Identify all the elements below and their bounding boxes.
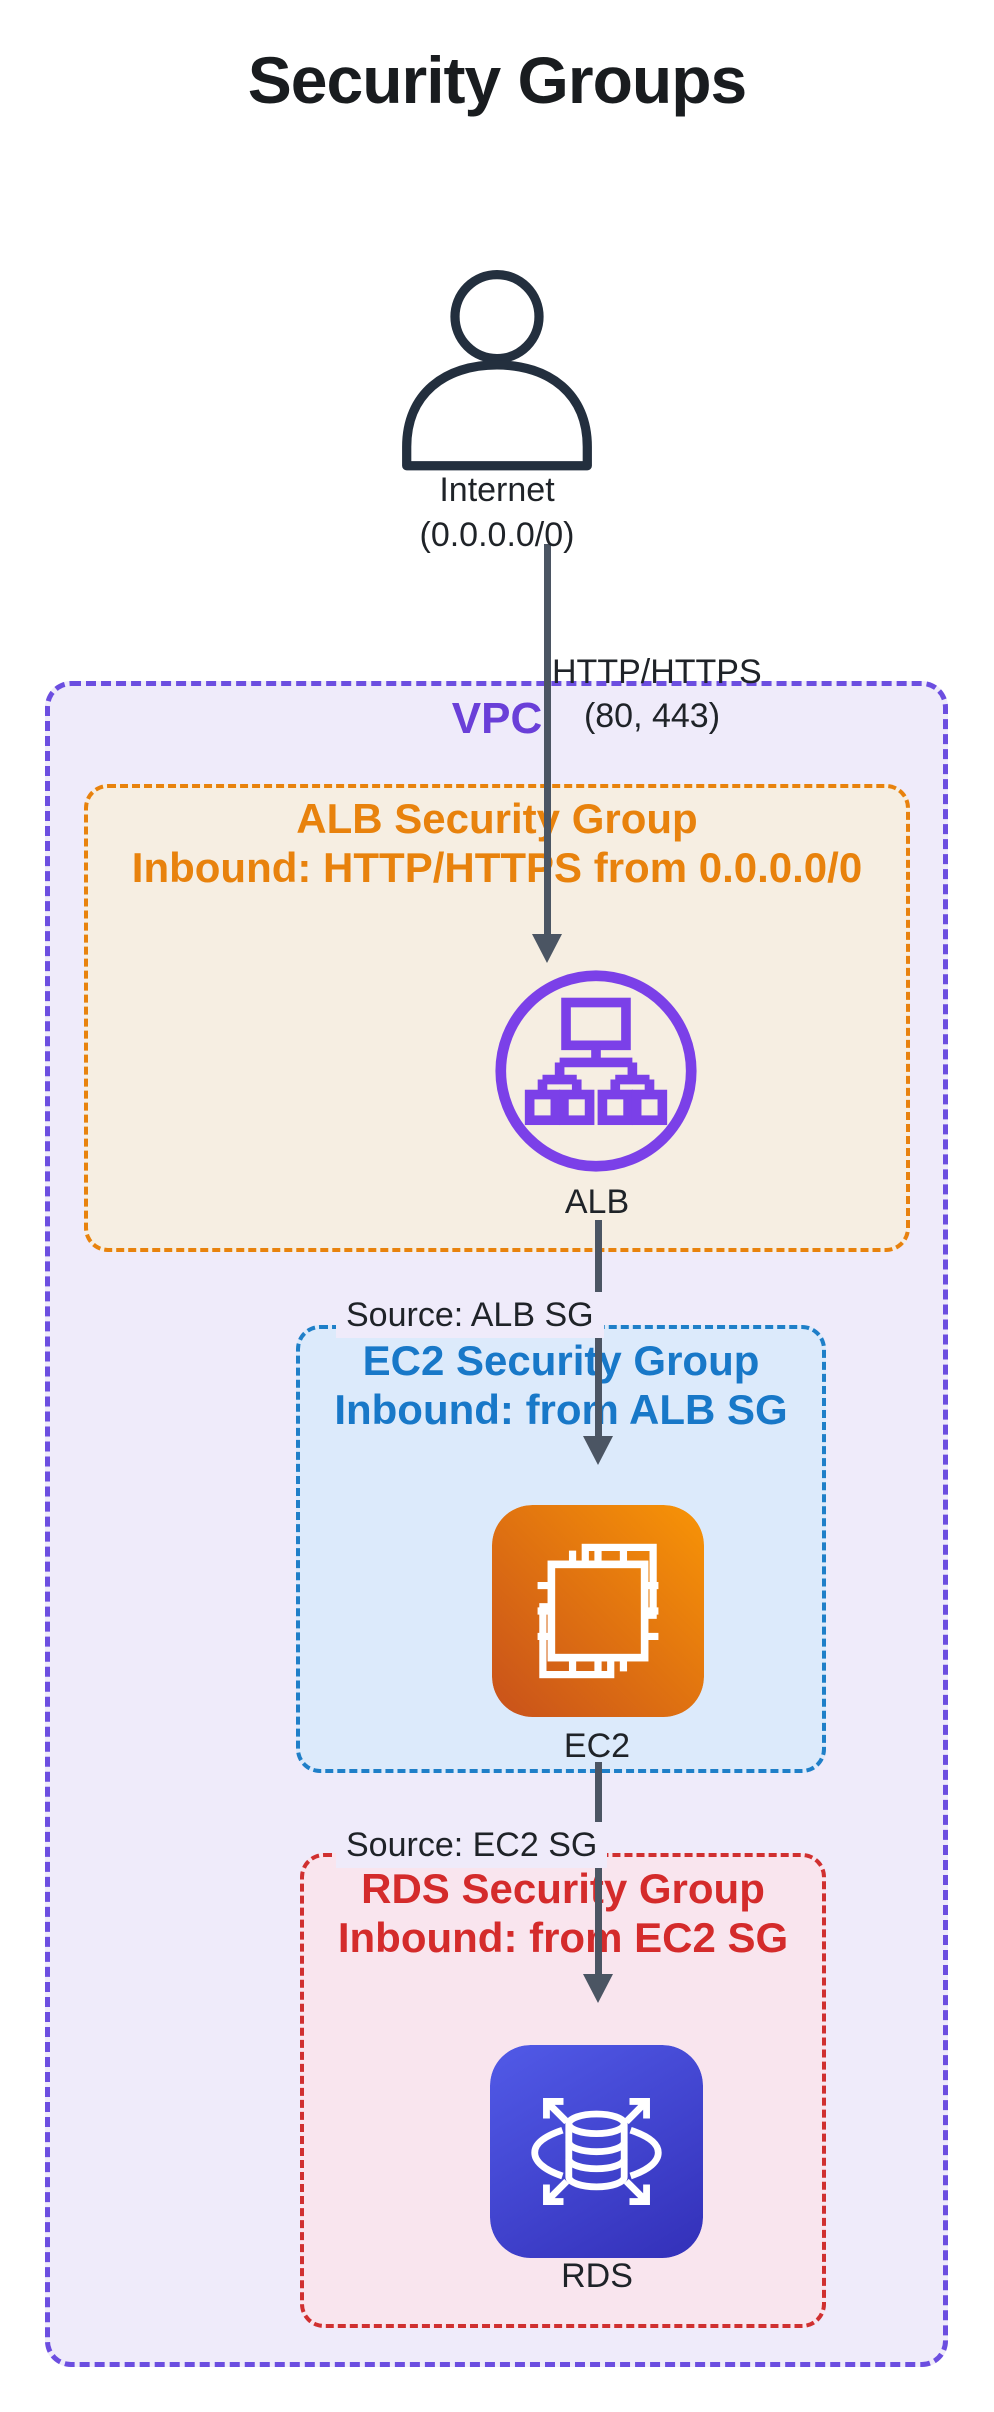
edge-internet-to-alb-arrowhead-icon — [532, 934, 562, 963]
person-icon — [402, 269, 592, 471]
ec2-sg-title-line: EC2 Security Group — [362, 1337, 760, 1384]
vpc-label: VPC — [451, 694, 543, 743]
rds-sg-rule-line: Inbound: from EC2 SG — [337, 1914, 789, 1962]
edge-label-source-alb-sg: Source: ALB SG — [336, 1292, 604, 1339]
edge-label-http-line: HTTP/HTTPS — [552, 653, 762, 691]
alb-node-label: ALB — [564, 1183, 630, 1221]
ec2-node-label: EC2 — [563, 1727, 631, 1765]
internet-cidr-line: (0.0.0.0/0) — [419, 515, 575, 554]
load-balancer-icon — [495, 970, 697, 1172]
rds-sg-title: RDS Security Group Inbound: from EC2 SG — [300, 1864, 826, 1962]
internet-label-line: Internet — [439, 471, 555, 509]
internet-node-label: Internet (0.0.0.0/0) — [347, 468, 647, 558]
rds-database-icon — [490, 2045, 703, 2258]
ec2-chip-icon — [492, 1505, 704, 1717]
edge-label-ports-line: (80, 443) — [583, 697, 721, 736]
edge-label-http-https: HTTP/HTTPS (80, 443) — [552, 650, 762, 738]
ec2-sg-title: EC2 Security Group Inbound: from ALB SG — [296, 1336, 826, 1434]
alb-sg-title-line: ALB Security Group — [296, 795, 698, 842]
edge-ec2-to-rds-arrowhead-icon — [583, 1974, 613, 2003]
alb-sg-title: ALB Security Group Inbound: HTTP/HTTPS f… — [84, 794, 910, 892]
rds-sg-title-line: RDS Security Group — [361, 1865, 765, 1912]
rds-node-label: RDS — [561, 2257, 633, 2295]
alb-sg-rule-line: Inbound: HTTP/HTTPS from 0.0.0.0/0 — [131, 844, 863, 892]
edge-internet-to-alb-line — [544, 544, 551, 936]
edge-label-source-ec2-sg: Source: EC2 SG — [336, 1822, 608, 1869]
diagram-title: Security Groups — [247, 43, 747, 117]
ec2-sg-rule-line: Inbound: from ALB SG — [334, 1386, 788, 1434]
edge-alb-to-ec2-arrowhead-icon — [583, 1436, 613, 1465]
alb-security-group-box — [84, 784, 910, 1252]
